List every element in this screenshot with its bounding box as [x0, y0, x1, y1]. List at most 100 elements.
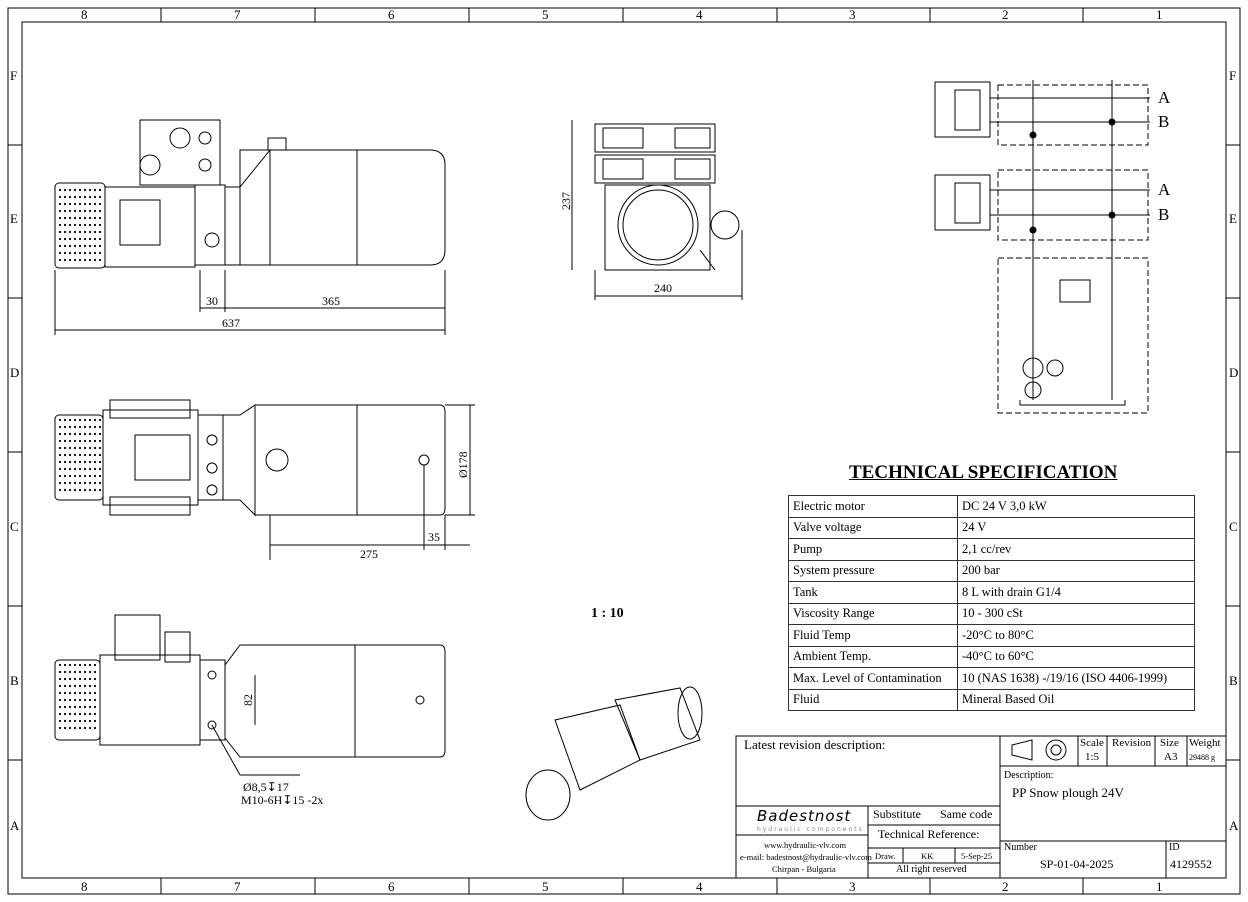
- spec-value: -20°C to 80°C: [957, 624, 1195, 647]
- vent-dot: [78, 439, 82, 443]
- vent-dot: [68, 481, 72, 485]
- vent-dot: [78, 258, 82, 262]
- vent-dot: [58, 251, 62, 255]
- vent-dot: [93, 453, 97, 457]
- vent-dot: [93, 460, 97, 464]
- vent-dot: [78, 209, 82, 213]
- vent-dot: [63, 684, 67, 688]
- vent-dot: [93, 691, 97, 695]
- spec-label: Viscosity Range: [788, 602, 958, 625]
- vent-dot: [73, 474, 77, 478]
- vent-dot: [78, 684, 82, 688]
- vent-dot: [78, 677, 82, 681]
- vent-dot: [73, 488, 77, 492]
- vent-dot: [88, 705, 92, 709]
- vent-dot: [73, 698, 77, 702]
- dim-dia178: Ø178: [456, 451, 470, 478]
- vent-dot: [83, 188, 87, 192]
- vent-dot: [88, 216, 92, 220]
- port-a2: A: [1158, 180, 1171, 199]
- vent-dot: [93, 446, 97, 450]
- spec-value: 10 - 300 cSt: [957, 602, 1195, 625]
- id-value: 4129552: [1170, 857, 1212, 871]
- vent-dot: [93, 202, 97, 206]
- vent-dot: [78, 474, 82, 478]
- port-b2: B: [1158, 205, 1169, 224]
- vent-dot: [68, 432, 72, 436]
- row-label: F: [1229, 68, 1236, 83]
- description-label: Description:: [1004, 770, 1054, 781]
- vent-dot: [68, 202, 72, 206]
- vent-dot: [68, 467, 72, 471]
- hole-callout-2: M10-6H↧15 -2x: [241, 793, 323, 807]
- vent-dot: [68, 488, 72, 492]
- vent-dot: [83, 460, 87, 464]
- vent-dot: [88, 209, 92, 213]
- vent-dot: [83, 195, 87, 199]
- vent-dot: [83, 446, 87, 450]
- row-label: F: [10, 68, 17, 83]
- vent-dot: [68, 677, 72, 681]
- vent-dot: [63, 188, 67, 192]
- vent-dot: [73, 195, 77, 199]
- vent-dot: [73, 663, 77, 667]
- vent-dot: [73, 258, 77, 262]
- vent-dot: [63, 244, 67, 248]
- vent-dot: [98, 195, 102, 199]
- vent-dot: [88, 467, 92, 471]
- vent-dot: [63, 223, 67, 227]
- dim-637: 637: [222, 316, 240, 330]
- vent-dot: [68, 726, 72, 730]
- title-block-lines: [735, 735, 1227, 879]
- vent-dot: [83, 251, 87, 255]
- vent-dot: [98, 425, 102, 429]
- number-label: Number: [1004, 842, 1037, 853]
- vent-dot: [58, 188, 62, 192]
- vent-dot: [63, 670, 67, 674]
- front-view: [54, 119, 446, 269]
- vent-dot: [58, 726, 62, 730]
- vent-dot: [93, 488, 97, 492]
- vent-dot: [68, 719, 72, 723]
- row-label: A: [1229, 818, 1239, 833]
- vent-dot: [83, 418, 87, 422]
- vent-dot: [93, 258, 97, 262]
- substitute-label: Substitute: [873, 807, 922, 821]
- outer-border: [7, 7, 1241, 895]
- vent-dot: [78, 719, 82, 723]
- vent-dot: [73, 446, 77, 450]
- vent-dot: [83, 216, 87, 220]
- vent-dot: [78, 460, 82, 464]
- vent-dot: [93, 663, 97, 667]
- vent-dot: [93, 418, 97, 422]
- vent-dot: [58, 230, 62, 234]
- vent-dot: [68, 195, 72, 199]
- vent-dot: [88, 663, 92, 667]
- hydraulic-schematic: [934, 80, 1150, 414]
- port-b1: B: [1158, 112, 1169, 131]
- vent-dot: [78, 216, 82, 220]
- vent-dot: [68, 425, 72, 429]
- weight-label: Weight: [1189, 737, 1221, 749]
- vent-dot: [83, 684, 87, 688]
- vent-dot: [58, 453, 62, 457]
- vent-dot: [88, 684, 92, 688]
- vent-dot: [58, 244, 62, 248]
- vent-dot: [73, 432, 77, 436]
- draw-by: KK: [921, 851, 934, 861]
- vent-dot: [78, 432, 82, 436]
- vent-dot: [63, 481, 67, 485]
- vent-dot: [83, 719, 87, 723]
- vent-dot: [58, 258, 62, 262]
- dim-237: 237: [559, 192, 573, 210]
- row-label: E: [1229, 211, 1237, 226]
- vent-dot: [63, 474, 67, 478]
- email[interactable]: e-mail: badestnost@hydraulic-vlv.com: [740, 852, 872, 862]
- website[interactable]: www.hydraulic-vlv.com: [764, 840, 846, 850]
- vent-dot: [68, 446, 72, 450]
- vent-dot: [73, 460, 77, 464]
- vent-dot: [63, 425, 67, 429]
- vent-dot: [73, 453, 77, 457]
